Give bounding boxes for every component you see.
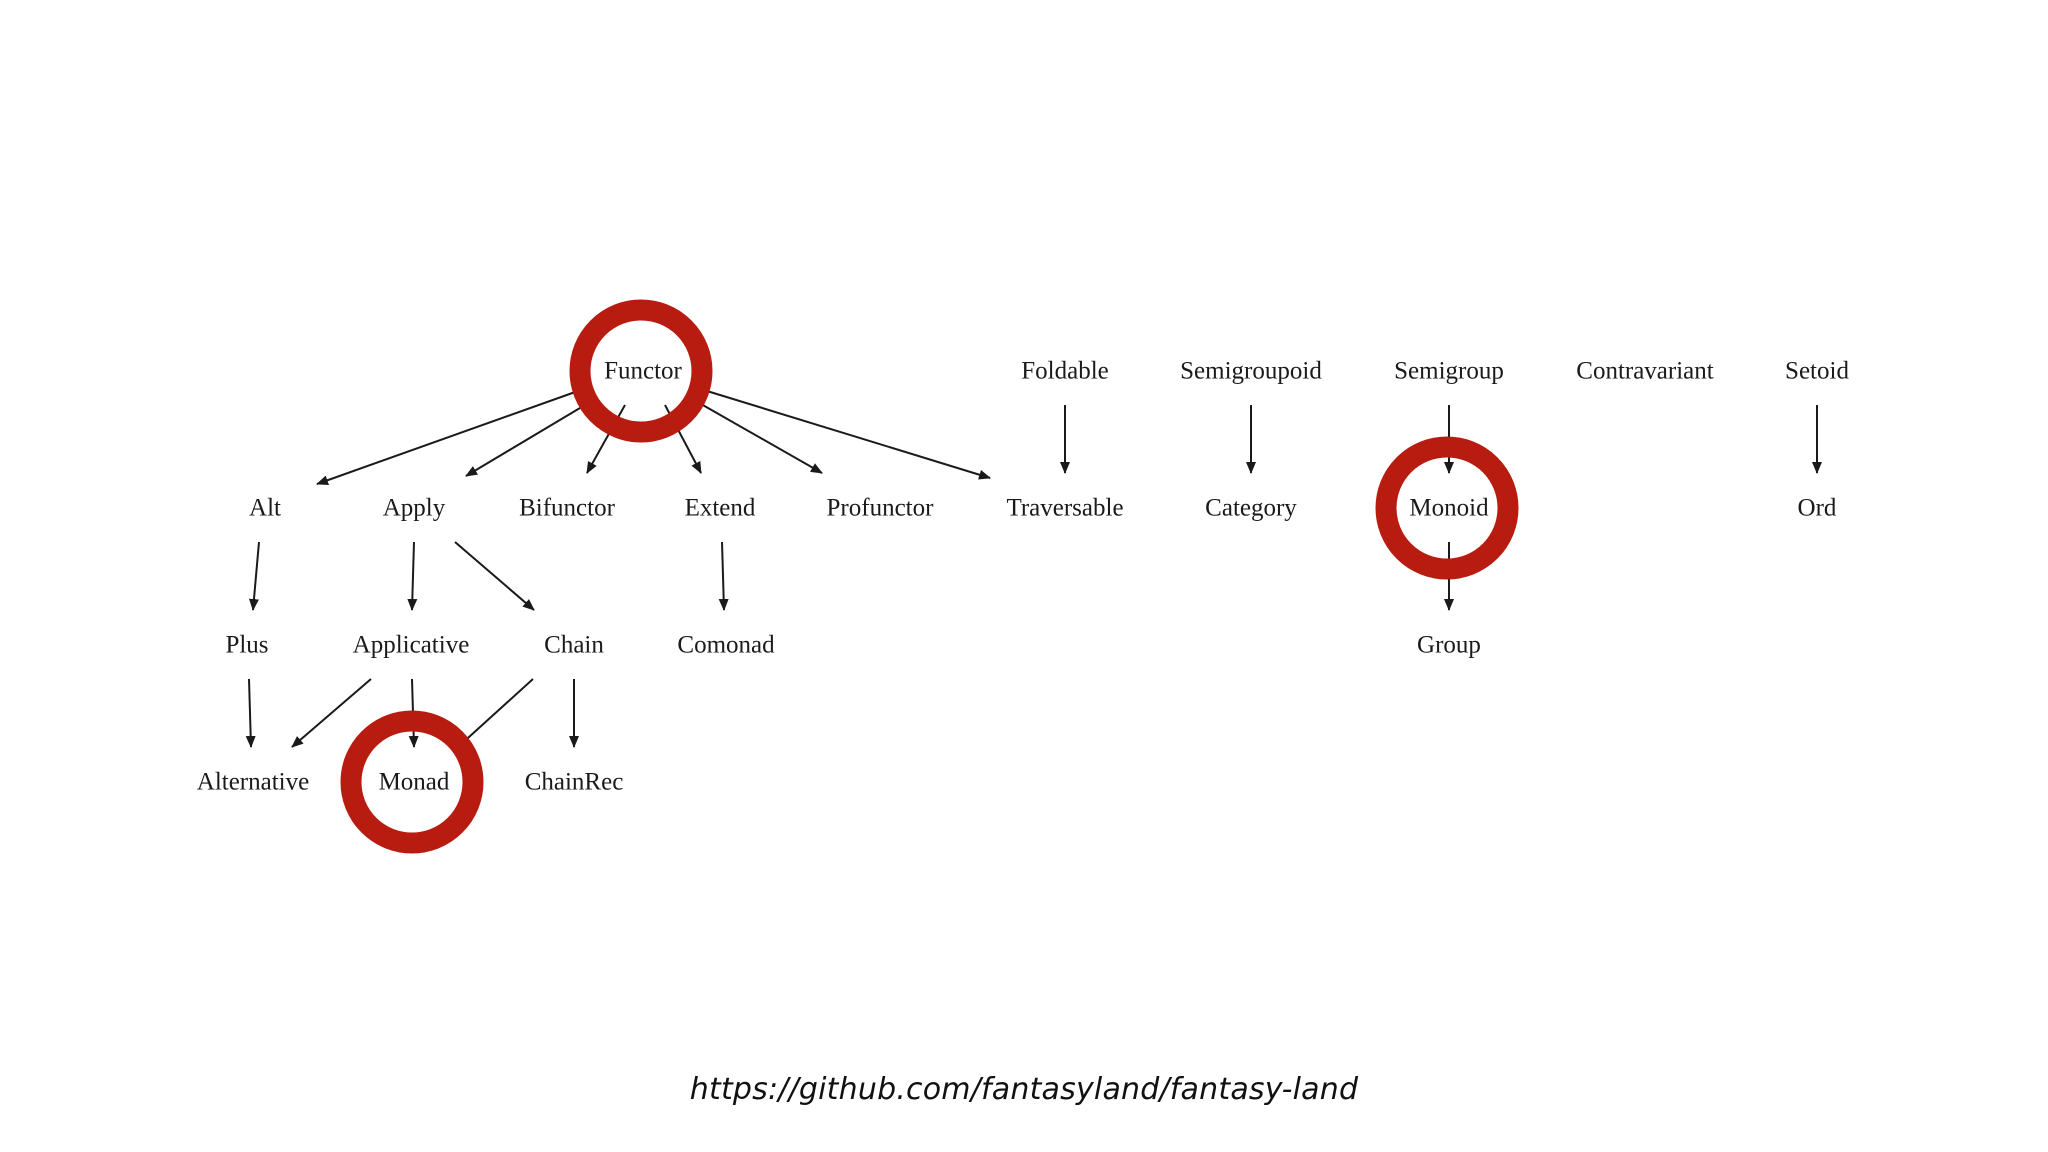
node-group: Group: [1417, 632, 1481, 659]
node-chain: Chain: [544, 632, 604, 659]
edge-applicative-to-alternative: [291, 678, 372, 748]
highlight-circle-monad: [340, 710, 484, 854]
node-contravariant: Contravariant: [1576, 358, 1714, 385]
node-category: Category: [1205, 495, 1297, 522]
edge-functor-to-alt: [316, 390, 579, 486]
highlight-circle-monoid: [1375, 436, 1519, 580]
node-apply: Apply: [383, 495, 446, 522]
edge-apply-to-applicative: [407, 541, 418, 611]
node-ord: Ord: [1798, 495, 1837, 522]
edge-apply-to-chain: [454, 541, 535, 611]
node-monad: Monad: [379, 769, 450, 796]
edge-chain-to-monad: [457, 678, 534, 748]
edge-plus-to-alternative: [245, 678, 256, 748]
node-chainrec: ChainRec: [525, 769, 624, 796]
edge-alt-to-plus: [248, 541, 260, 611]
edge-functor-to-apply: [465, 404, 586, 477]
node-extend: Extend: [685, 495, 756, 522]
highlight-circle-functor: [569, 299, 713, 443]
edge-functor-to-profunctor: [700, 403, 823, 474]
node-profunctor: Profunctor: [827, 495, 935, 522]
node-alt: Alt: [249, 495, 281, 522]
node-applicative: Applicative: [353, 632, 470, 659]
node-setoid: Setoid: [1785, 358, 1849, 385]
node-foldable: Foldable: [1021, 358, 1109, 385]
edge-functor-to-bifunctor: [586, 404, 626, 474]
source-link[interactable]: https://github.com/fantasyland/fantasy-l…: [689, 1072, 1359, 1107]
node-semigroupoid: Semigroupoid: [1180, 358, 1322, 385]
edge-extend-to-comonad: [718, 541, 729, 611]
node-monoid: Monoid: [1409, 495, 1489, 522]
node-comonad: Comonad: [677, 632, 775, 659]
node-semigroup: Semigroup: [1394, 358, 1504, 385]
node-traversable: Traversable: [1006, 495, 1123, 522]
edge-functor-to-traversable: [706, 390, 991, 480]
node-alternative: Alternative: [197, 769, 309, 796]
node-functor: Functor: [604, 358, 682, 385]
node-plus: Plus: [225, 632, 268, 659]
node-bifunctor: Bifunctor: [519, 495, 615, 522]
